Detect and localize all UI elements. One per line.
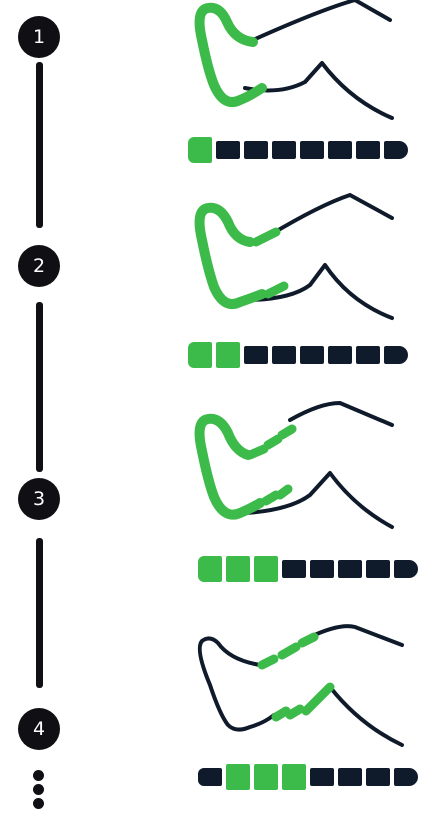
- progress-segment: [394, 560, 418, 578]
- progress-segment: [272, 141, 296, 159]
- timeline-line: [36, 62, 43, 228]
- progress-segment: [328, 141, 352, 159]
- progress-segment: [244, 346, 268, 364]
- step-1-badge: 1: [18, 16, 60, 58]
- progress-segment: [216, 141, 240, 159]
- leg-illustration-2: [194, 192, 394, 320]
- continuation-dot: [33, 770, 44, 781]
- progress-segment: [198, 768, 222, 786]
- progress-bar-2: [188, 342, 408, 368]
- progress-segment-active: [188, 137, 212, 163]
- progress-segment-active: [188, 342, 212, 368]
- progress-segment: [384, 346, 408, 364]
- progress-bar-1: [188, 137, 408, 163]
- progress-bar-4: [198, 764, 418, 790]
- progress-segment: [272, 346, 296, 364]
- continuation-dot: [33, 784, 44, 795]
- progress-segment-active: [254, 764, 278, 790]
- progress-segment: [356, 141, 380, 159]
- step-2-badge: 2: [18, 245, 60, 287]
- leg-illustration-1: [194, 0, 394, 120]
- progress-segment: [356, 346, 380, 364]
- step-4-badge: 4: [18, 708, 60, 750]
- progress-segment-active: [226, 764, 250, 790]
- progress-segment: [244, 141, 268, 159]
- progress-segment-active: [254, 556, 278, 582]
- progress-segment: [300, 141, 324, 159]
- leg-illustration-4: [197, 624, 404, 747]
- timeline-line: [36, 538, 43, 688]
- progress-segment: [282, 560, 306, 578]
- step-3-badge: 3: [18, 478, 60, 520]
- progress-segment: [384, 141, 408, 159]
- progress-segment: [366, 560, 390, 578]
- progress-bar-3: [198, 556, 418, 582]
- progress-segment: [394, 768, 418, 786]
- continuation-dot: [33, 798, 44, 809]
- progress-segment: [300, 346, 324, 364]
- progress-segment: [328, 346, 352, 364]
- progress-segment: [366, 768, 390, 786]
- progress-segment: [338, 560, 362, 578]
- progress-segment-active: [198, 556, 222, 582]
- progress-segment: [310, 768, 334, 786]
- leg-illustration-3: [194, 400, 394, 529]
- progress-segment-active: [226, 556, 250, 582]
- progress-segment-active: [282, 764, 306, 790]
- progress-segment: [310, 560, 334, 578]
- progress-segment-active: [216, 342, 240, 368]
- progress-segment: [338, 768, 362, 786]
- timeline-line: [36, 302, 43, 472]
